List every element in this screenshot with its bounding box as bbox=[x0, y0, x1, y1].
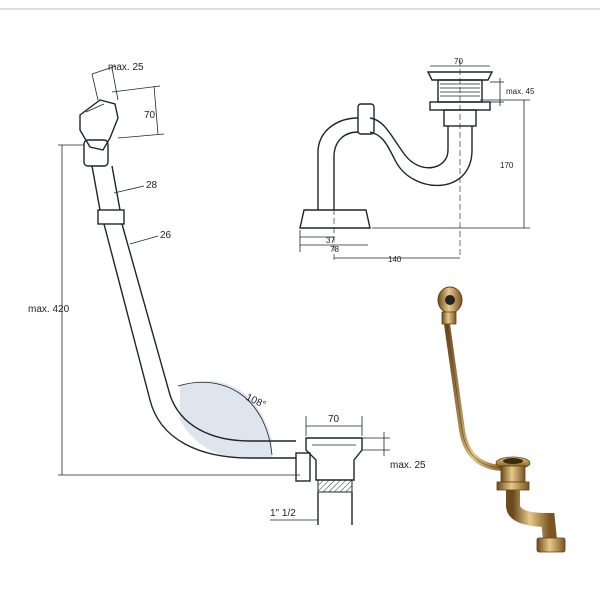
siphon-drawing: 70 max. 45 170 37 78 140 bbox=[299, 57, 535, 264]
dim-max25-bottom: max. 25 bbox=[390, 460, 426, 471]
waste-nut bbox=[295, 452, 311, 482]
dim-max25-top: max. 25 bbox=[108, 62, 144, 73]
siphon-inner-curve bbox=[369, 117, 449, 169]
dim-max420: max. 420 bbox=[28, 304, 70, 315]
siphon-foot bbox=[299, 209, 371, 229]
overflow-waste-drawing: max. 420 max. 25 70 28 26 108° 70 max. 2… bbox=[28, 62, 426, 525]
brass-trap bbox=[506, 490, 557, 541]
brass-trap-foot bbox=[536, 537, 566, 553]
overflow-nut bbox=[83, 139, 109, 167]
siphon-nut bbox=[357, 103, 375, 135]
pipe-coupling bbox=[97, 209, 125, 225]
pipe-outer bbox=[103, 223, 296, 459]
dim-140: 140 bbox=[388, 255, 402, 264]
dim-78: 78 bbox=[330, 245, 339, 254]
dim-26: 26 bbox=[160, 230, 172, 241]
dim-max45: max. 45 bbox=[506, 87, 535, 96]
dim-thread: 1" 1/2 bbox=[270, 508, 296, 519]
angle-arc-fill bbox=[180, 380, 272, 458]
dim-37: 37 bbox=[326, 236, 335, 245]
brass-pipe bbox=[444, 323, 506, 471]
dim-28: 28 bbox=[146, 180, 158, 191]
dim-siphon-70: 70 bbox=[454, 57, 463, 66]
dim-170: 170 bbox=[500, 161, 514, 170]
dim-70-top: 70 bbox=[144, 110, 156, 121]
waste-thread bbox=[317, 479, 353, 493]
plug-cap bbox=[426, 71, 494, 81]
pipe-inner bbox=[121, 223, 296, 442]
waste-body bbox=[305, 437, 363, 481]
siphon-outer-curve bbox=[369, 126, 473, 187]
dim-70-bottom: 70 bbox=[328, 414, 340, 425]
angle-arc bbox=[177, 381, 273, 456]
brass-product-illustration bbox=[437, 286, 566, 553]
overflow-head bbox=[79, 99, 119, 151]
